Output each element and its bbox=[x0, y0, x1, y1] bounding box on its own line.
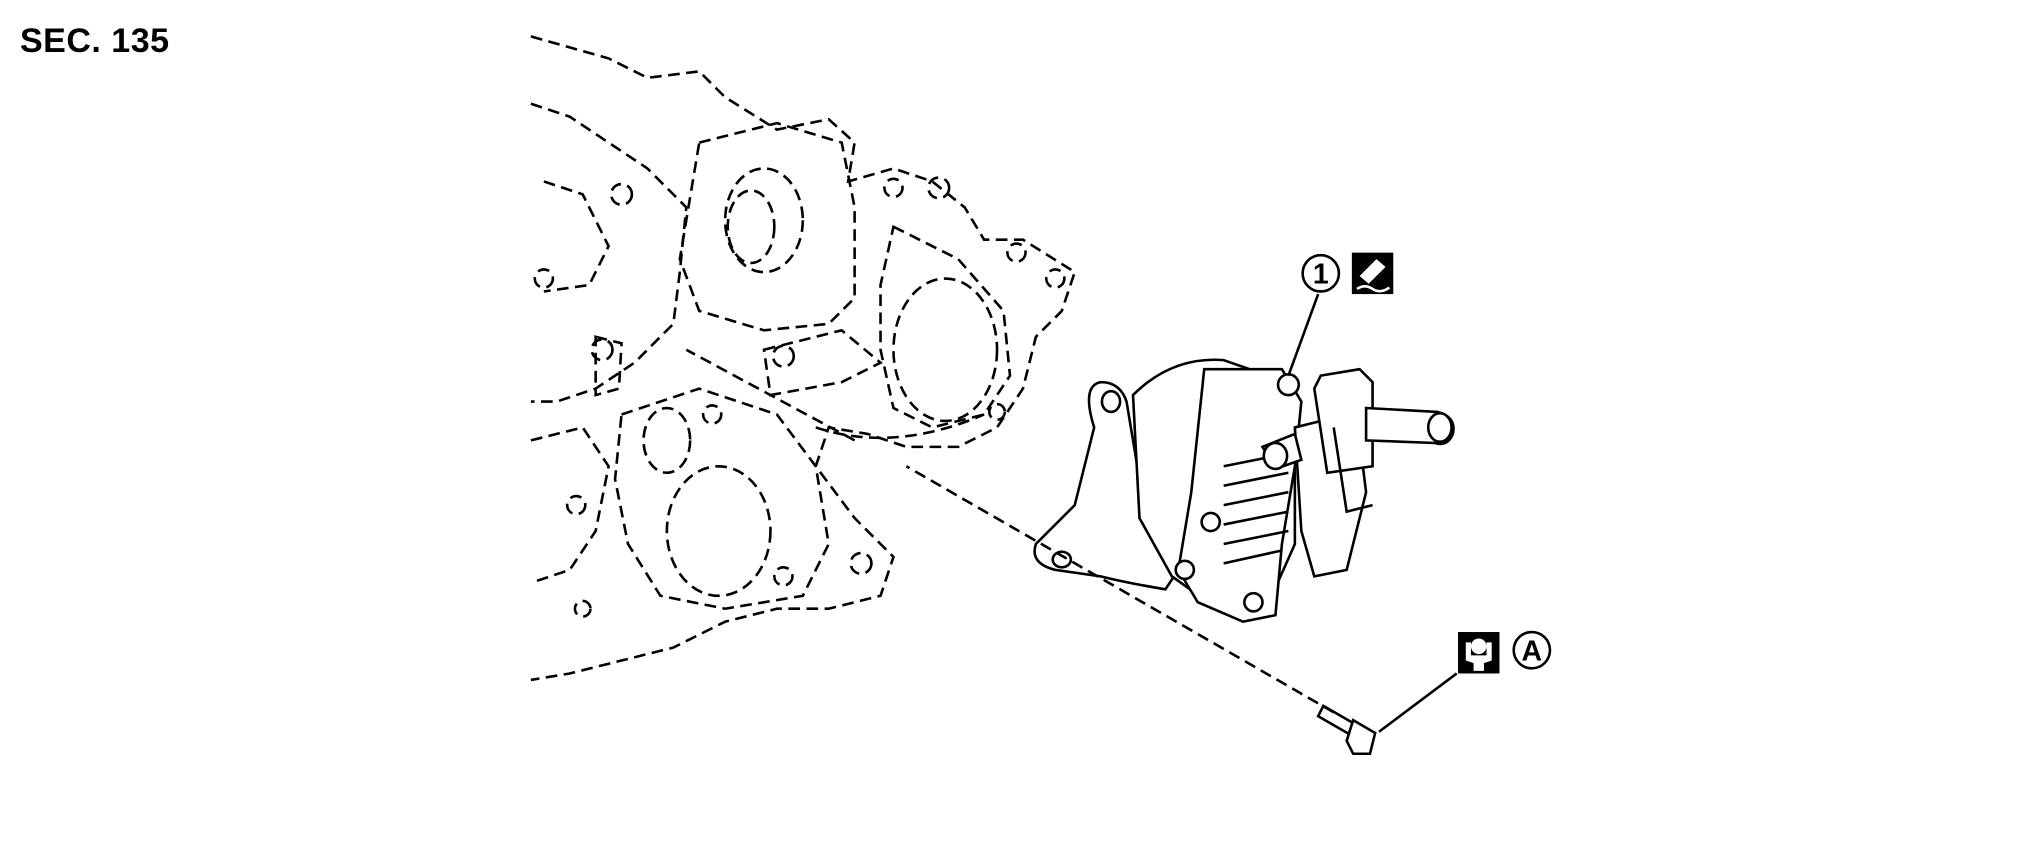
bolt[interactable] bbox=[1316, 704, 1377, 756]
callout-1: 1 bbox=[1301, 252, 1394, 295]
sealant-icon bbox=[1351, 252, 1394, 295]
leader-line-a bbox=[1378, 672, 1458, 733]
alignment-line-2 bbox=[685, 348, 856, 442]
torque-icon bbox=[1458, 632, 1500, 674]
callout-1-circle bbox=[1301, 253, 1341, 293]
alignment-line bbox=[905, 465, 1335, 714]
leader-line-1 bbox=[1287, 293, 1320, 377]
callout-1-label: 1 bbox=[1313, 259, 1329, 291]
vacuum-pump[interactable] bbox=[1033, 358, 1455, 624]
callout-a: A bbox=[1458, 630, 1552, 674]
callout-a-label: A bbox=[1522, 636, 1543, 668]
section-label: SEC. 135 bbox=[20, 22, 170, 60]
engine-block-phantom bbox=[530, 35, 1077, 682]
callout-a-circle bbox=[1512, 630, 1552, 670]
